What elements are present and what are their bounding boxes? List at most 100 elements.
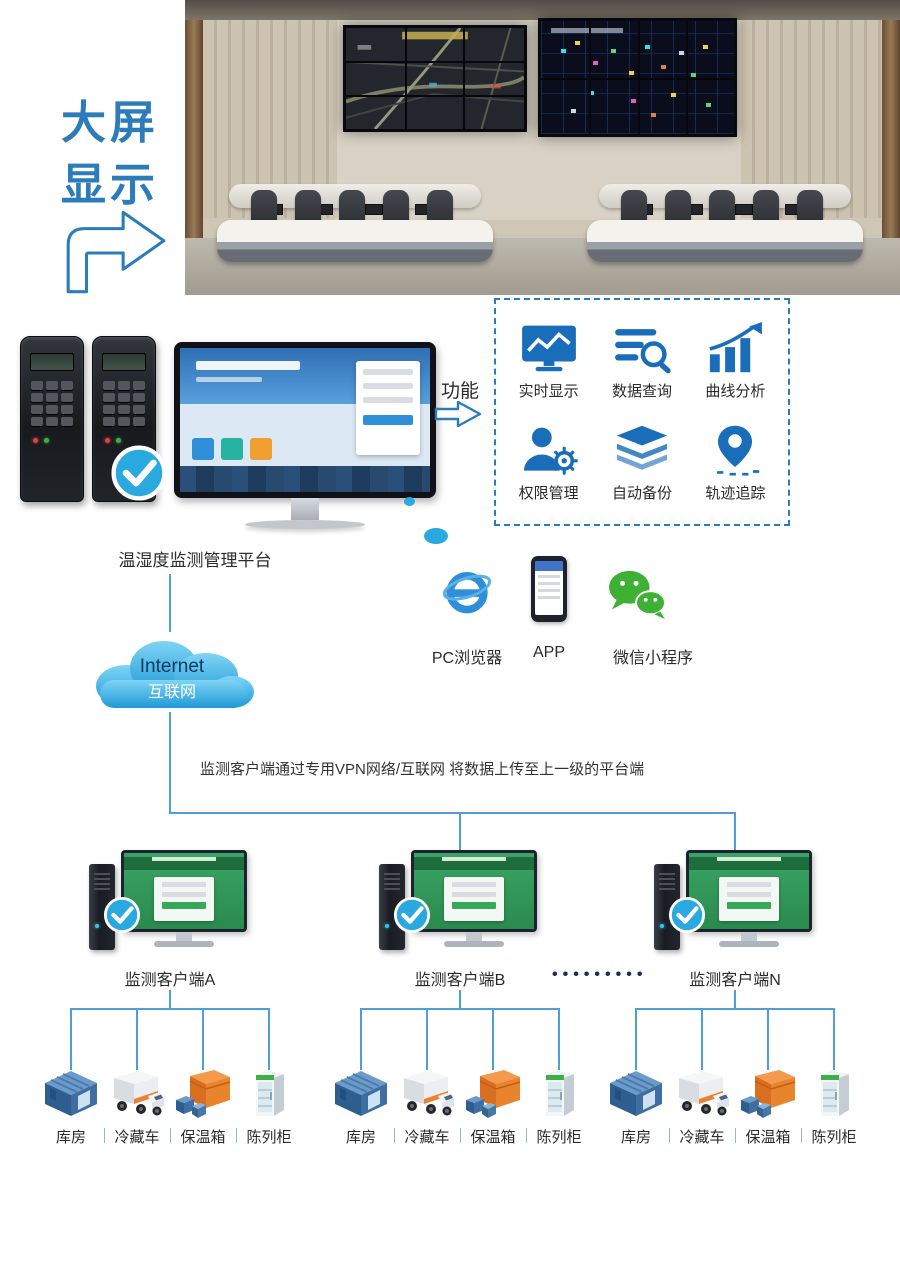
control-room-photo bbox=[185, 0, 900, 295]
access-label-pc: PC浏览器 bbox=[431, 650, 503, 667]
cooler-box-icon bbox=[174, 1068, 232, 1120]
device-label: 冷藏车 bbox=[404, 1129, 450, 1146]
client-label-b: 监测客户端B bbox=[414, 972, 506, 989]
connector-line bbox=[136, 1008, 138, 1070]
internet-cloud: Internet 互联网 bbox=[86, 630, 258, 716]
logger-display bbox=[30, 353, 74, 371]
client-label-n: 监测客户端N bbox=[689, 972, 781, 989]
connector-bus bbox=[360, 1008, 560, 1010]
client-pc-tower bbox=[379, 864, 405, 950]
functions-title: 功能 bbox=[440, 381, 479, 402]
data-logger-device bbox=[92, 336, 156, 502]
console-desk bbox=[217, 220, 493, 262]
connector-line bbox=[268, 1008, 270, 1070]
connector-bus bbox=[169, 812, 736, 814]
device-label: 保温箱 bbox=[470, 1129, 516, 1146]
connector-line bbox=[169, 712, 171, 814]
wood-pillar-left bbox=[185, 0, 203, 244]
connector-line bbox=[734, 990, 736, 1008]
internet-label: Internet bbox=[139, 656, 205, 677]
device-label: 库房 bbox=[55, 1129, 86, 1146]
function-label: 自动备份 bbox=[611, 484, 672, 502]
connector-line bbox=[459, 812, 461, 852]
connector-line bbox=[360, 1008, 362, 1070]
check-badge-icon bbox=[668, 896, 706, 934]
internet-label-cn: 互联网 bbox=[147, 684, 196, 701]
logger-keypad bbox=[103, 381, 145, 426]
connector-line bbox=[70, 1008, 72, 1070]
auto-backup-icon bbox=[613, 424, 671, 476]
device-label: 陈列柜 bbox=[536, 1129, 582, 1146]
check-badge-icon bbox=[103, 896, 141, 934]
connector-line bbox=[459, 990, 461, 1008]
screen-login-card bbox=[356, 361, 420, 455]
big-screen-title-line2: 显示 bbox=[60, 159, 159, 210]
function-label: 权限管理 bbox=[518, 484, 579, 502]
ie-browser-icon bbox=[440, 564, 494, 618]
connector-line bbox=[492, 1008, 494, 1070]
data-query-icon bbox=[613, 322, 671, 374]
connector-bus bbox=[635, 1008, 835, 1010]
display-cabinet-icon bbox=[805, 1068, 863, 1120]
refrigerated-truck-icon bbox=[398, 1068, 456, 1120]
data-logger-device bbox=[20, 336, 84, 502]
big-screen-arrow-icon bbox=[66, 210, 166, 294]
display-cabinet-icon bbox=[530, 1068, 588, 1120]
functions-arrow-icon bbox=[434, 400, 482, 428]
function-label: 曲线分析 bbox=[705, 382, 766, 400]
warehouse-icon bbox=[42, 1068, 100, 1120]
access-label-wechat: 微信小程序 bbox=[612, 650, 693, 667]
client-monitor bbox=[411, 850, 537, 932]
logger-leds bbox=[105, 438, 155, 443]
check-badge-icon bbox=[110, 444, 168, 502]
function-auto-backup: 自动备份 bbox=[595, 412, 688, 514]
wechat-icon bbox=[606, 566, 668, 622]
connector-line bbox=[767, 1008, 769, 1070]
curve-analysis-icon bbox=[706, 322, 764, 374]
logger-display bbox=[102, 353, 146, 371]
device-label: 陈列柜 bbox=[811, 1129, 857, 1146]
client-monitor bbox=[121, 850, 247, 932]
device-label: 冷藏车 bbox=[679, 1129, 725, 1146]
refrigerated-truck-icon bbox=[673, 1068, 731, 1120]
device-label: 保温箱 bbox=[180, 1129, 226, 1146]
screen-tiles bbox=[192, 438, 272, 460]
connector-line bbox=[426, 1008, 428, 1070]
trace-icon bbox=[706, 424, 764, 476]
permission-icon bbox=[520, 424, 578, 476]
device-label: 库房 bbox=[620, 1129, 651, 1146]
client-workstation-b bbox=[373, 850, 547, 962]
client-workstation-a bbox=[83, 850, 257, 962]
refrigerated-truck-icon bbox=[108, 1068, 166, 1120]
cooler-box-icon bbox=[464, 1068, 522, 1120]
device-label: 保温箱 bbox=[745, 1129, 791, 1146]
device-label: 库房 bbox=[345, 1129, 376, 1146]
function-realtime-display: 实时显示 bbox=[502, 310, 595, 412]
function-label: 实时显示 bbox=[518, 382, 579, 400]
function-permission: 权限管理 bbox=[502, 412, 595, 514]
connector-line bbox=[202, 1008, 204, 1070]
connector-bus bbox=[70, 1008, 270, 1010]
function-label: 轨迹追踪 bbox=[705, 484, 766, 502]
client-workstation-n bbox=[648, 850, 822, 962]
function-data-query: 数据查询 bbox=[595, 310, 688, 412]
functions-panel: 实时显示 数据查询 曲线分析 权限管理 自动备份 轨迹追踪 bbox=[494, 298, 790, 526]
device-label: 冷藏车 bbox=[114, 1129, 160, 1146]
display-cabinet-icon bbox=[240, 1068, 298, 1120]
warehouse-icon bbox=[332, 1068, 390, 1120]
connector-line bbox=[169, 574, 171, 632]
big-screen-title-line1: 大屏 bbox=[60, 97, 159, 148]
connector-line bbox=[558, 1008, 560, 1070]
device-label: 陈列柜 bbox=[246, 1129, 292, 1146]
screen-cityscape bbox=[180, 466, 430, 492]
function-trace: 轨迹追踪 bbox=[689, 412, 782, 514]
warehouse-icon bbox=[607, 1068, 665, 1120]
realtime-display-icon bbox=[520, 322, 578, 374]
connector-line bbox=[833, 1008, 835, 1070]
bubble-dot bbox=[424, 528, 448, 544]
video-wall-grid-screen bbox=[538, 18, 737, 137]
bubble-dot bbox=[404, 497, 415, 506]
connector-line bbox=[635, 1008, 637, 1070]
video-wall-map-screen bbox=[343, 25, 527, 132]
function-label: 数据查询 bbox=[611, 382, 672, 400]
